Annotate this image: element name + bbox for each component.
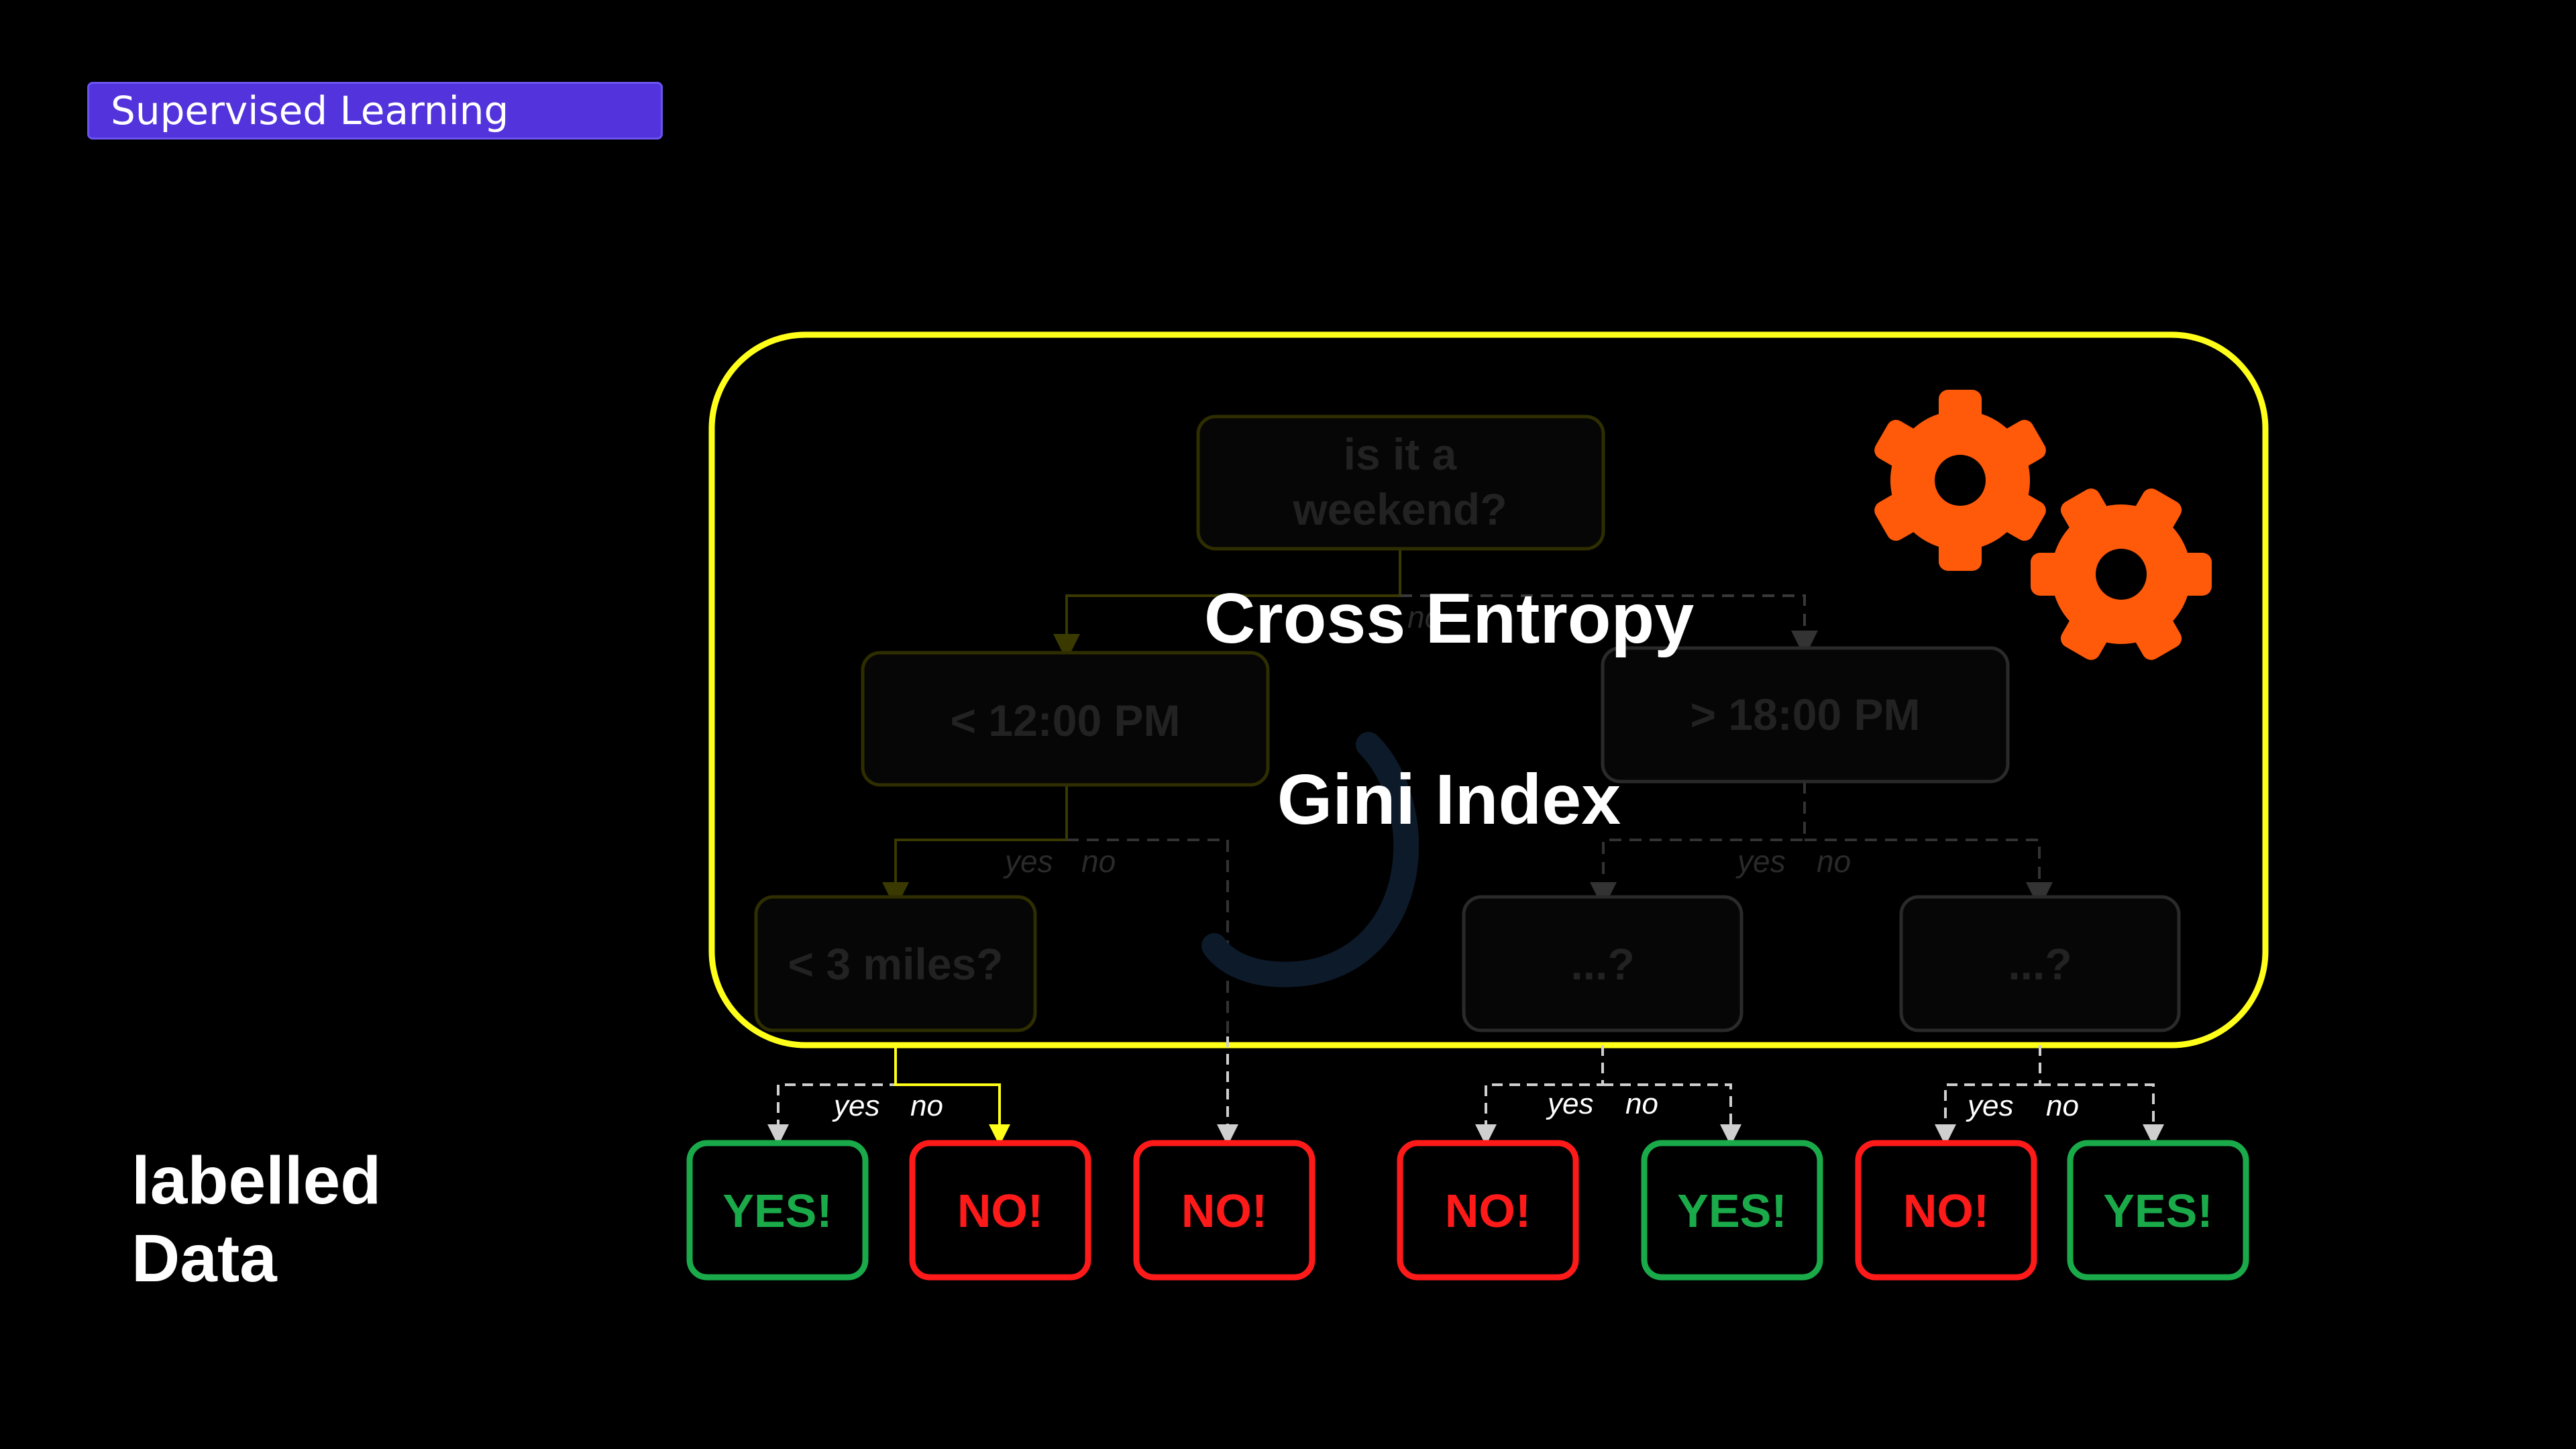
left-left-node bbox=[754, 895, 1037, 1032]
left-node bbox=[861, 651, 1270, 787]
root-node-line1: is it a bbox=[1344, 429, 1458, 479]
right-left-node-label: ...? bbox=[1570, 939, 1634, 989]
right-right-node-label: ...? bbox=[2008, 939, 2072, 989]
root-branch-no-label: no bbox=[1407, 600, 1442, 635]
root-node-line2: weekend? bbox=[1292, 484, 1507, 534]
leaf-label: YES! bbox=[2103, 1185, 2212, 1237]
refresh-arrow-icon bbox=[1201, 732, 1419, 987]
leaf-label: YES! bbox=[722, 1185, 832, 1237]
leaf-branch-no-label: no bbox=[1625, 1087, 1658, 1120]
highlight-frame bbox=[708, 331, 2269, 1049]
leaf-nodes: YES! NO! NO! NO! YES! NO! YES! bbox=[686, 1140, 2249, 1281]
leaf-label: NO! bbox=[1903, 1185, 1989, 1237]
right-left-node bbox=[1462, 895, 1743, 1032]
left-branch-no-label: no bbox=[1081, 844, 1116, 879]
gear-icon bbox=[2031, 488, 2212, 660]
leaf-branch-yes-label: yes bbox=[1546, 1087, 1593, 1120]
overlay-cross-entropy: Cross Entropy bbox=[1204, 579, 1694, 658]
leaf-branch-yes-label: yes bbox=[1966, 1089, 2013, 1122]
leaf-box bbox=[1397, 1140, 1579, 1281]
left-branch-yes-label: yes bbox=[1003, 844, 1053, 879]
leaf-branch-yes-label: yes bbox=[832, 1089, 879, 1122]
leaf-branch-no-label: no bbox=[910, 1089, 943, 1122]
side-label: labelled Data bbox=[131, 1142, 381, 1297]
leaf-box bbox=[2067, 1140, 2249, 1281]
leaf-label: NO! bbox=[1445, 1185, 1531, 1237]
leaf-label: NO! bbox=[957, 1185, 1043, 1237]
leaf-box bbox=[909, 1140, 1091, 1281]
leaf-box bbox=[1855, 1140, 2037, 1281]
right-branch-no-label: no bbox=[1817, 844, 1851, 879]
faded-nodes: is it a weekend? < 12:00 PM > 18:00 PM <… bbox=[754, 415, 2181, 1032]
right-node-label: > 18:00 PM bbox=[1690, 690, 1920, 739]
right-branch-yes-label: yes bbox=[1735, 844, 1786, 879]
leaf-label: YES! bbox=[1677, 1185, 1786, 1237]
gear-icon bbox=[1874, 390, 2046, 571]
leaf-connectors bbox=[767, 1036, 2164, 1146]
root-node bbox=[1196, 415, 1605, 551]
right-node bbox=[1601, 646, 2010, 784]
leaf-label: NO! bbox=[1181, 1185, 1267, 1237]
right-right-node bbox=[1899, 895, 2181, 1032]
left-node-label: < 12:00 PM bbox=[950, 696, 1180, 745]
left-left-node-label: < 3 miles? bbox=[788, 939, 1003, 989]
section-tag: Supervised Learning bbox=[87, 82, 663, 140]
leaf-box bbox=[686, 1140, 869, 1281]
overlay-gini-index: Gini Index bbox=[1277, 760, 1621, 839]
leaf-box bbox=[1133, 1140, 1316, 1281]
side-label-line2: Data bbox=[131, 1221, 277, 1296]
leaf-box bbox=[1641, 1140, 1823, 1281]
side-label-line1: labelled bbox=[131, 1143, 382, 1218]
leaf-branch-no-label: no bbox=[2046, 1089, 2079, 1122]
